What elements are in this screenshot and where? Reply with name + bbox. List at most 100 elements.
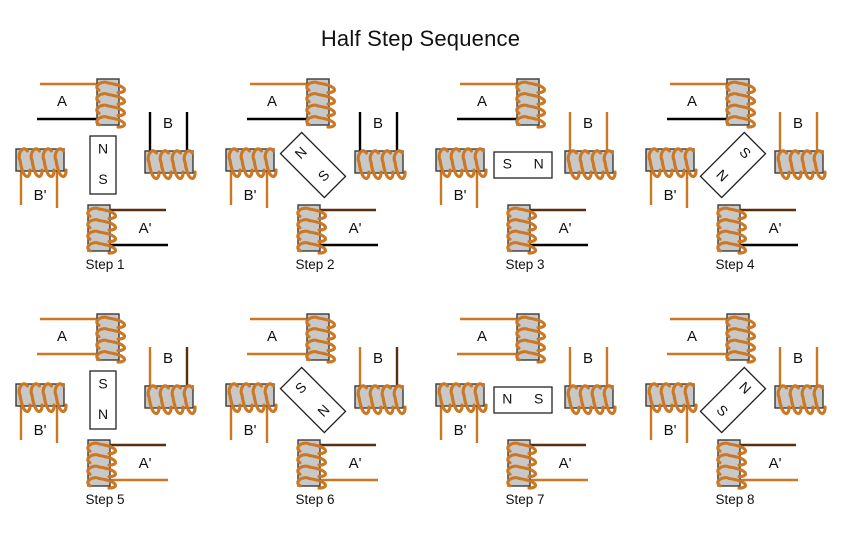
coil-aprime-turn [716, 229, 747, 244]
coil-aprime-turn [296, 218, 327, 232]
rotor-body [89, 135, 117, 195]
coil-b-turn [602, 149, 617, 180]
coil-bprime-turn [29, 382, 44, 413]
rotor-pole-first: S [503, 156, 512, 172]
coil-b-label: B [793, 350, 803, 367]
coil-bprime-turn [473, 382, 488, 413]
coil-aprime-turn [506, 218, 537, 232]
coil-a-turn [725, 327, 756, 341]
coil-aprime-label: A' [139, 455, 152, 472]
coil-a-turn [95, 80, 126, 95]
coil-b-core [354, 150, 404, 174]
coil-aprime-turn [296, 476, 327, 490]
coil-a-label: A [687, 93, 697, 110]
coil-a-turn [95, 338, 126, 353]
step-label: Step 2 [295, 257, 335, 272]
coil-bprime-core [645, 383, 695, 407]
coil-aprime-turn [716, 464, 747, 479]
coil-b-core [564, 150, 614, 174]
coil-a-turn [515, 338, 546, 353]
rotor-body [279, 366, 347, 434]
coil-aprime-turn [506, 441, 537, 456]
rotor: NS [699, 366, 767, 434]
coil-bprime-turn [239, 382, 254, 413]
coil-b-turn [590, 384, 605, 415]
coil-bprime-label: B' [664, 187, 677, 204]
coil-bprime-core [225, 383, 275, 407]
coil-aprime-turn [716, 206, 747, 221]
coil-a: A [247, 313, 336, 364]
coil-aprime-turn [716, 218, 747, 232]
coil-bprime-turn [437, 147, 452, 178]
coil-b-label: B [583, 350, 593, 367]
coil-bprime-turn [647, 382, 662, 413]
coil-b-core [144, 150, 194, 174]
coil-b-turn [356, 384, 371, 415]
rotor-body [699, 366, 767, 434]
coil-aprime-turn [296, 453, 327, 467]
coil-b-turn [590, 149, 605, 180]
coil-bprime-label: B' [454, 187, 467, 204]
coil-b-turn [146, 384, 161, 415]
coil-aprime-turn [86, 241, 117, 255]
coil-a-turn [95, 327, 126, 341]
coil-aprime-turn [296, 241, 327, 255]
step-diagram: AB'BA'SN [645, 78, 827, 255]
coil-b: B [354, 112, 407, 180]
coil-a-label: A [57, 93, 67, 110]
coil-bprime-turn [41, 382, 56, 413]
coil-aprime-turn [506, 453, 537, 467]
coil-aprime: A' [716, 439, 798, 490]
coil-bprime-turn [17, 382, 32, 413]
coil-b: B [774, 112, 827, 180]
page-title: Half Step Sequence [320, 26, 521, 51]
coil-bprime-turn [41, 147, 56, 178]
coil-aprime-turn [716, 441, 747, 456]
coil-bprime: B' [435, 382, 488, 443]
coil-a-turn [515, 315, 546, 330]
coil-aprime: A' [86, 204, 168, 255]
rotor: SN [699, 131, 767, 199]
coil-a: A [667, 78, 756, 129]
coil-aprime-turn [86, 453, 117, 467]
coil-bprime-turn [53, 147, 68, 178]
coil-b-core [774, 150, 824, 174]
coil-bprime-label: B' [454, 422, 467, 439]
coil-bprime: B' [645, 382, 698, 443]
coil-b-turn [578, 384, 593, 415]
coil-aprime: A' [86, 439, 168, 490]
coil-b-core [564, 385, 614, 409]
coil-a: A [457, 313, 546, 364]
coil-a-turn [95, 350, 126, 364]
rotor-pole-second: S [534, 391, 543, 407]
coil-b-turn [566, 384, 581, 415]
coil-a-label: A [477, 93, 487, 110]
coil-bprime-core [15, 383, 65, 407]
coil-b-turn [158, 149, 173, 180]
coil-b-turn [392, 384, 407, 415]
step-label: Step 1 [85, 257, 125, 272]
coil-b-turn [788, 384, 803, 415]
coil-a-turn [95, 315, 126, 330]
coil-bprime-core [225, 148, 275, 172]
coil-bprime-turn [227, 147, 242, 178]
coil-b: B [564, 112, 617, 180]
rotor-pole-second: N [534, 156, 544, 172]
coil-aprime-turn [506, 206, 537, 221]
rotor-body [699, 131, 767, 199]
coil-b-turn [776, 149, 791, 180]
coil-a-turn [725, 315, 756, 330]
coil-b-core [354, 385, 404, 409]
coil-aprime-turn [86, 476, 117, 490]
rotor-pole-first: N [502, 391, 512, 407]
